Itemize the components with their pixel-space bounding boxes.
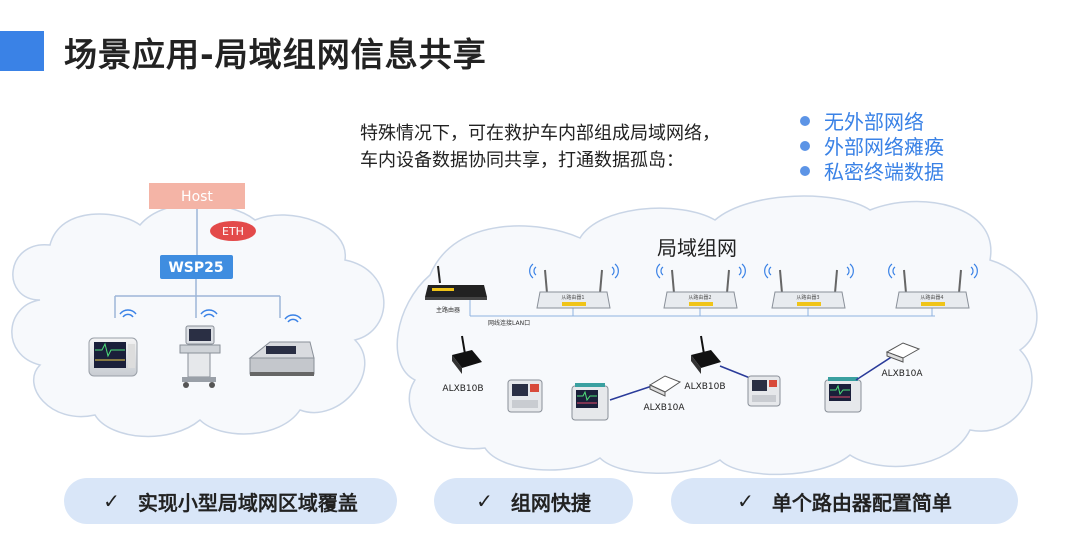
medical-device-icon bbox=[248, 341, 315, 376]
bullet-dot bbox=[800, 165, 810, 176]
main-router-icon bbox=[425, 265, 487, 300]
device-label: ALXB10B bbox=[684, 382, 725, 392]
bullet-item: 无外部网络 bbox=[800, 108, 944, 134]
switch-label: WSP25 bbox=[168, 260, 223, 276]
feature-pill: ✓ 实现小型局域网区域覆盖 bbox=[64, 478, 397, 524]
main-router-label: 主路由器 bbox=[436, 306, 460, 314]
gateway-box-icon bbox=[452, 335, 482, 374]
intro-line-2: 车内设备数据协同共享，打通数据孤岛： bbox=[360, 150, 684, 171]
bullet-label: 无外部网络 bbox=[824, 110, 924, 134]
check-icon: ✓ bbox=[737, 489, 754, 513]
cable-note: 网线连接LAN口 bbox=[488, 319, 530, 327]
bullet-label: 私密终端数据 bbox=[824, 160, 944, 184]
access-point-icon bbox=[885, 342, 921, 363]
feature-label: 单个路由器配置简单 bbox=[771, 490, 952, 515]
device-label: ALXB10B bbox=[442, 384, 483, 394]
host-label: Host bbox=[181, 189, 213, 205]
bullet-item: 外部网络瘫痪 bbox=[800, 133, 944, 159]
router-label: 从路由器1 bbox=[561, 294, 584, 301]
access-point-icon bbox=[648, 375, 682, 397]
right-cloud bbox=[396, 195, 1038, 476]
wifi-icon bbox=[284, 314, 302, 323]
intro-text: 特殊情况下，可在救护车内部组成局域网络， 车内设备数据协同共享，打通数据孤岛： bbox=[360, 120, 720, 174]
bullet-dot bbox=[800, 115, 810, 126]
bullet-list: 无外部网络 外部网络瘫痪 私密终端数据 bbox=[800, 108, 944, 184]
router-icon bbox=[888, 263, 978, 309]
gateway-box-icon bbox=[691, 335, 721, 374]
check-icon: ✓ bbox=[476, 489, 493, 513]
switch-box bbox=[160, 255, 233, 279]
defibrillator-icon bbox=[507, 379, 543, 413]
wifi-icon bbox=[200, 309, 218, 318]
feature-label: 组网快捷 bbox=[510, 490, 591, 515]
router-icon bbox=[529, 263, 619, 309]
router-label: 从路由器2 bbox=[688, 294, 711, 301]
check-icon: ✓ bbox=[103, 489, 120, 513]
feature-pill: ✓ 单个路由器配置简单 bbox=[671, 478, 1018, 524]
link-line bbox=[609, 385, 653, 401]
device-label: ALXB10A bbox=[881, 369, 923, 379]
patient-monitor-icon bbox=[824, 377, 862, 413]
host-box bbox=[149, 183, 245, 209]
eth-label: ETH bbox=[222, 225, 244, 238]
page-title: 场景应用-局域组网信息共享 bbox=[64, 35, 487, 74]
cloud-title: 局域组网 bbox=[657, 236, 737, 260]
patient-monitor-icon bbox=[88, 337, 138, 377]
bullet-item: 私密终端数据 bbox=[800, 158, 944, 184]
device-label: ALXB10A bbox=[643, 403, 685, 413]
feature-label: 实现小型局域网区域覆盖 bbox=[137, 490, 358, 515]
title-accent-bar bbox=[0, 31, 44, 71]
left-cloud bbox=[11, 203, 385, 438]
router-icon bbox=[764, 263, 854, 309]
router-label: 从路由器3 bbox=[796, 294, 819, 301]
wifi-icon bbox=[119, 309, 137, 318]
link-line bbox=[855, 355, 894, 381]
router-icon bbox=[656, 263, 746, 309]
ultrasound-machine-icon bbox=[179, 325, 221, 388]
link-line bbox=[719, 365, 751, 379]
intro-line-1: 特殊情况下，可在救护车内部组成局域网络， bbox=[360, 123, 720, 144]
defibrillator-icon bbox=[747, 375, 781, 407]
router-label: 从路由器4 bbox=[920, 294, 943, 301]
bullet-label: 外部网络瘫痪 bbox=[824, 135, 944, 159]
bullet-dot bbox=[800, 140, 810, 151]
patient-monitor-icon bbox=[571, 383, 609, 421]
eth-badge bbox=[210, 221, 256, 241]
feature-pill: ✓ 组网快捷 bbox=[434, 478, 633, 524]
